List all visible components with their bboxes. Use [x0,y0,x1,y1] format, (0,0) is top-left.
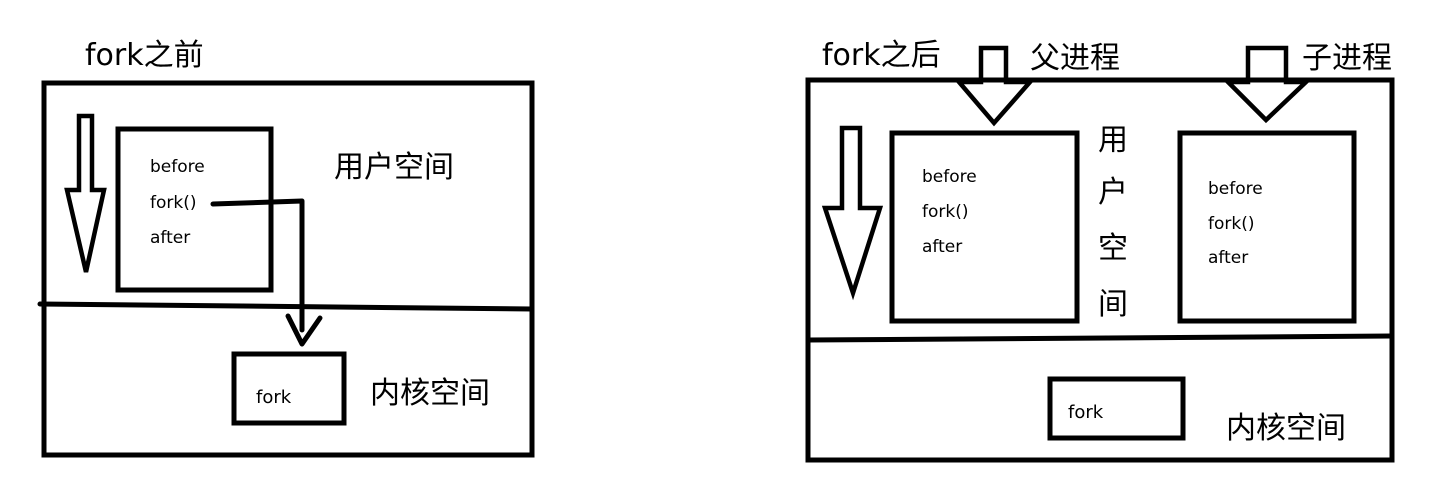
after-user-space-char-2: 户 [1098,175,1128,210]
after-user-space-char-3: 空 [1098,231,1128,266]
child-process-label: 子进程 [1302,41,1392,76]
parent-code-line-1: before [922,167,977,187]
after-kernel-fork-label: fork [1068,402,1104,423]
before-fork-diagram: fork之前 before fork() after 用户空间 fork 内核空… [37,38,535,458]
parent-code-line-2: fork() [922,202,968,222]
after-flow-arrow-icon [821,125,884,301]
parent-code-line-3: after [922,237,962,257]
before-user-kernel-divider [37,301,535,312]
child-pointer-arrow-icon [1222,45,1312,124]
before-kernel-space-label: 内核空间 [370,376,490,411]
before-user-space-label: 用户空间 [334,150,454,185]
parent-pointer-arrow-icon [954,45,1035,127]
after-kernel-fork-box [1047,376,1186,441]
after-title: fork之后 [822,38,941,73]
child-program-box [1177,130,1357,324]
before-kernel-fork-box [231,351,347,426]
parent-process-label: 父进程 [1030,41,1120,76]
child-code-line-2: fork() [1208,214,1254,234]
before-syscall-arrowhead-icon [285,313,323,347]
after-fork-diagram: fork之后 父进程 子进程 before fork() after 用 户 空… [805,38,1395,463]
before-flow-arrow-icon [64,113,107,273]
before-program-box [115,126,274,293]
after-user-space-char-4: 间 [1098,287,1128,322]
before-kernel-fork-label: fork [256,387,292,408]
before-title: fork之前 [85,38,204,73]
after-outer-frame [805,77,1395,463]
child-code-line-3: after [1208,248,1248,268]
parent-program-box [889,130,1080,324]
before-outer-frame [41,80,535,458]
after-user-kernel-divider [805,333,1395,343]
child-code-line-1: before [1208,179,1263,199]
after-kernel-space-label: 内核空间 [1226,411,1346,446]
after-user-space-char-1: 用 [1098,123,1128,158]
before-code-line-3: after [150,228,190,248]
before-code-line-1: before [150,157,205,177]
before-code-line-2: fork() [150,193,196,213]
before-syscall-connector [210,198,305,333]
